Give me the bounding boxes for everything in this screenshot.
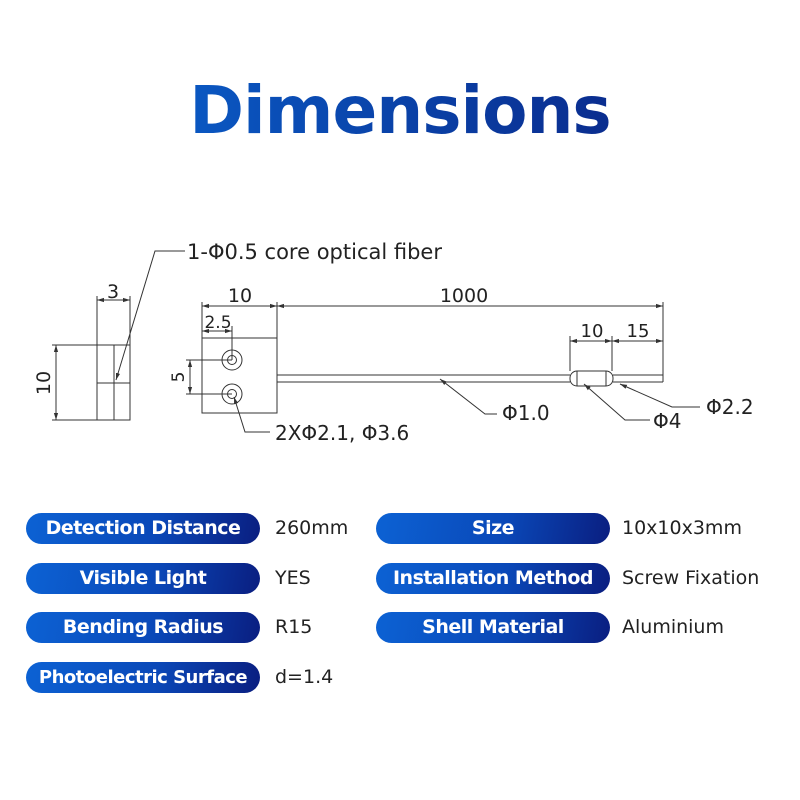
holes-label: 2XΦ2.1, Φ3.6 bbox=[275, 421, 409, 445]
hole-pitch-label: 5 bbox=[169, 372, 189, 383]
fiber-core-label: 1-Φ0.5 core optical fiber bbox=[187, 240, 442, 264]
spec-value-bending-radius: R15 bbox=[275, 616, 313, 638]
spec-label-detection-distance: Detection Distance bbox=[26, 513, 260, 544]
spec-value-detection-distance: 260mm bbox=[275, 517, 349, 539]
front-width-label: 10 bbox=[228, 285, 252, 307]
ferrule-length-label: 10 bbox=[581, 321, 604, 342]
spec-label-visible-light: Visible Light bbox=[26, 563, 260, 594]
spec-value-photoelectric-surface: d=1.4 bbox=[275, 666, 334, 688]
spec-label-shell-material: Shell Material bbox=[376, 612, 610, 643]
spec-label-size: Size bbox=[376, 513, 610, 544]
tip-diameter-label: Φ2.2 bbox=[706, 395, 754, 419]
page-title: Dimensions bbox=[0, 72, 800, 149]
cable-length-label: 1000 bbox=[440, 285, 488, 307]
tip-length-label: 15 bbox=[627, 321, 650, 342]
ferrule-diameter-label: Φ4 bbox=[653, 409, 681, 433]
hole-offset-label: 2.5 bbox=[204, 313, 231, 333]
spec-label-bending-radius: Bending Radius bbox=[26, 612, 260, 643]
side-view bbox=[52, 250, 185, 421]
spec-label-photoelectric-surface: Photoelectric Surface bbox=[26, 662, 260, 693]
spec-value-shell-material: Aluminium bbox=[622, 616, 724, 638]
spec-value-visible-light: YES bbox=[275, 567, 311, 589]
front-view bbox=[186, 302, 700, 433]
cable-diameter-label: Φ1.0 bbox=[502, 401, 550, 425]
spec-value-size: 10x10x3mm bbox=[622, 517, 742, 539]
side-height-label: 10 bbox=[33, 371, 55, 395]
spec-value-installation-method: Screw Fixation bbox=[622, 567, 760, 589]
spec-label-installation-method: Installation Method bbox=[376, 563, 610, 594]
side-width-label: 3 bbox=[107, 281, 119, 303]
